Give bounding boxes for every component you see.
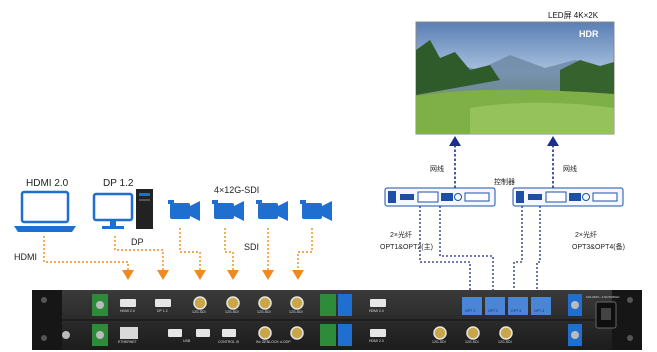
port-label: 12G-SDI [257, 310, 271, 314]
port-label: 12G-SDI [192, 310, 206, 314]
port-label: 12G-SDI [225, 310, 239, 314]
sdi-cable-label: SDI [244, 242, 260, 252]
camera-icons [168, 200, 332, 221]
controller-left [384, 187, 496, 207]
network-arrowheads [449, 136, 559, 146]
desktop-pc-icon [92, 189, 153, 229]
controller-label: 控制器 [494, 179, 515, 186]
right-fiber-label: 2×光纤 [575, 232, 597, 239]
port-label: ETHERNET [118, 340, 137, 344]
hdmi-source-label: HDMI 2.0 [26, 178, 69, 189]
input-arrowheads [122, 270, 304, 280]
sdi-group-label: 4×12G-SDI [214, 185, 260, 195]
camera-icon [300, 200, 332, 221]
port-label: USB [183, 339, 191, 343]
left-fiber-ports-label: OPT1&OPT2(主) [380, 244, 433, 251]
port-label: CONTROL IX [218, 340, 240, 344]
opt-port-label: OPT 1 [465, 309, 476, 313]
dp-source-label: DP 1.2 [103, 178, 134, 189]
camera-icon [212, 200, 244, 221]
port-label: HDMI 2.0 [120, 309, 135, 313]
port-label: 12G-SDI [465, 340, 479, 344]
camera-icon [168, 200, 200, 221]
rack-panel [32, 290, 642, 350]
opt-port-label: OPT 3 [511, 309, 522, 313]
led-screen [415, 21, 615, 135]
fiber-cables [419, 206, 541, 296]
port-label: 12G-SDI [289, 310, 303, 314]
port-label: IN• GENLOCK •LOOP [256, 340, 291, 344]
port-label: 12G-SDI [432, 340, 446, 344]
left-fiber-label: 2×光纤 [390, 232, 412, 239]
port-label: HDMI 2.0 [369, 309, 384, 313]
port-label: DP 1.2 [157, 309, 168, 313]
controller-right [512, 187, 624, 207]
network-cables [454, 144, 554, 188]
led-screen-title: LED屏 4K×2K [548, 11, 599, 20]
hdr-badge: HDR [579, 29, 599, 39]
right-network-label: 网线 [563, 166, 577, 173]
hdmi-cable-label: HDMI [14, 252, 37, 262]
camera-icon [256, 200, 288, 221]
dp-cable-label: DP [131, 237, 144, 247]
opt-port-label: OPT 2 [488, 309, 499, 313]
power-rating-label: 100-240V~ 2.5A 50/60Hz [586, 295, 620, 299]
right-fiber-ports-label: OPT3&OPT4(备) [572, 244, 625, 251]
laptop-icon [14, 190, 76, 232]
left-network-label: 网线 [430, 166, 444, 173]
port-label: HDMI 2.0 [369, 339, 384, 343]
port-label: 12G-SDI [498, 340, 512, 344]
opt-port-label: OPT 4 [534, 309, 545, 313]
input-cables [43, 228, 313, 272]
